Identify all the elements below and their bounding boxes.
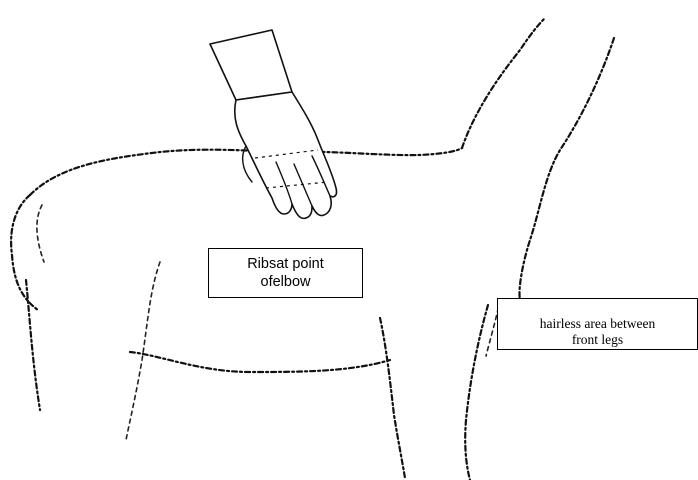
rear-thigh-outline: [126, 262, 160, 440]
hairless-label-line-2: front legs: [572, 332, 623, 348]
front-leg-outline: [465, 305, 488, 480]
hand: [235, 92, 337, 218]
ribs-label-box: Ribsat point ofelbow: [208, 248, 363, 298]
front-leg-back-outline: [380, 318, 405, 478]
belly-outline: [130, 352, 390, 372]
sleeve: [210, 30, 292, 100]
hairless-label-line-1: hairless area between: [540, 316, 655, 332]
hairless-label-box: hairless area between front legs: [497, 298, 698, 350]
neck-back-outline: [519, 38, 614, 300]
ribs-label-line-1: Ribsat point: [247, 255, 324, 273]
rump-outline: [11, 195, 38, 310]
ribs-label-line-2: ofelbow: [261, 273, 311, 291]
tail-outline: [37, 205, 44, 262]
neck-front-outline: [462, 18, 545, 148]
